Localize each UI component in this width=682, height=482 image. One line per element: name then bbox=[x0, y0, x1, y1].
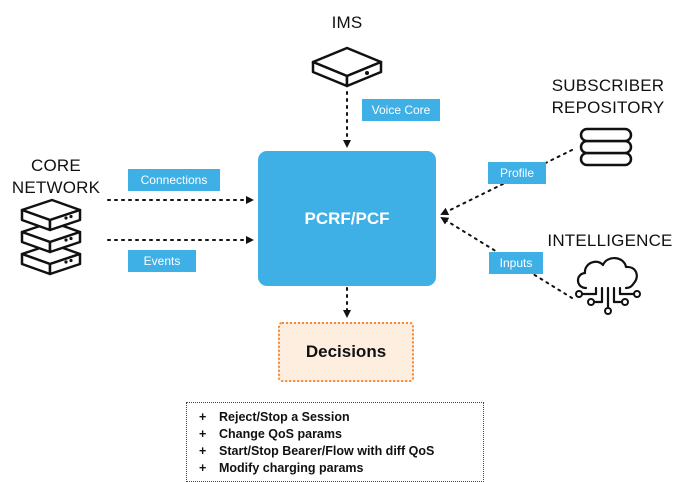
plus-bullet: + bbox=[199, 461, 207, 475]
subscriber-repository-label: SUBSCRIBER REPOSITORY bbox=[546, 75, 670, 119]
tag-connections: Connections bbox=[128, 169, 220, 191]
plus-bullet: + bbox=[199, 427, 207, 441]
subscriber-label-line1: SUBSCRIBER bbox=[551, 76, 665, 95]
server-box-icon bbox=[311, 46, 383, 88]
action-text: Reject/Stop a Session bbox=[219, 410, 350, 424]
action-text: Start/Stop Bearer/Flow with diff QoS bbox=[219, 444, 435, 458]
action-item: + Reject/Stop a Session bbox=[199, 409, 483, 426]
server-stack-icon bbox=[20, 198, 82, 276]
cloud-circuit-icon bbox=[575, 257, 641, 315]
tag-voice-core: Voice Core bbox=[362, 99, 440, 121]
decisions-node: Decisions bbox=[278, 322, 414, 382]
action-item: + Start/Stop Bearer/Flow with diff QoS bbox=[199, 443, 483, 460]
pcrf-pcf-node: PCRF/PCF bbox=[258, 151, 436, 286]
tag-inputs: Inputs bbox=[489, 252, 543, 274]
plus-bullet: + bbox=[199, 410, 207, 424]
tag-profile: Profile bbox=[488, 162, 546, 184]
action-item: + Change QoS params bbox=[199, 426, 483, 443]
action-text: Change QoS params bbox=[219, 427, 342, 441]
decision-actions-list: + Reject/Stop a Session + Change QoS param… bbox=[186, 402, 484, 482]
core-network-label: CORE NETWORK bbox=[10, 155, 102, 199]
tag-events: Events bbox=[128, 250, 196, 272]
intelligence-label: INTELLIGENCE bbox=[547, 231, 673, 250]
action-item: + Modify charging params bbox=[199, 460, 483, 477]
subscriber-label-line2: REPOSITORY bbox=[551, 98, 665, 117]
action-text: Modify charging params bbox=[219, 461, 364, 475]
core-label-line2: NETWORK bbox=[11, 178, 101, 197]
plus-bullet: + bbox=[199, 444, 207, 458]
ims-label: IMS bbox=[331, 13, 363, 32]
database-icon bbox=[579, 127, 633, 167]
core-label-line1: CORE bbox=[31, 156, 81, 175]
